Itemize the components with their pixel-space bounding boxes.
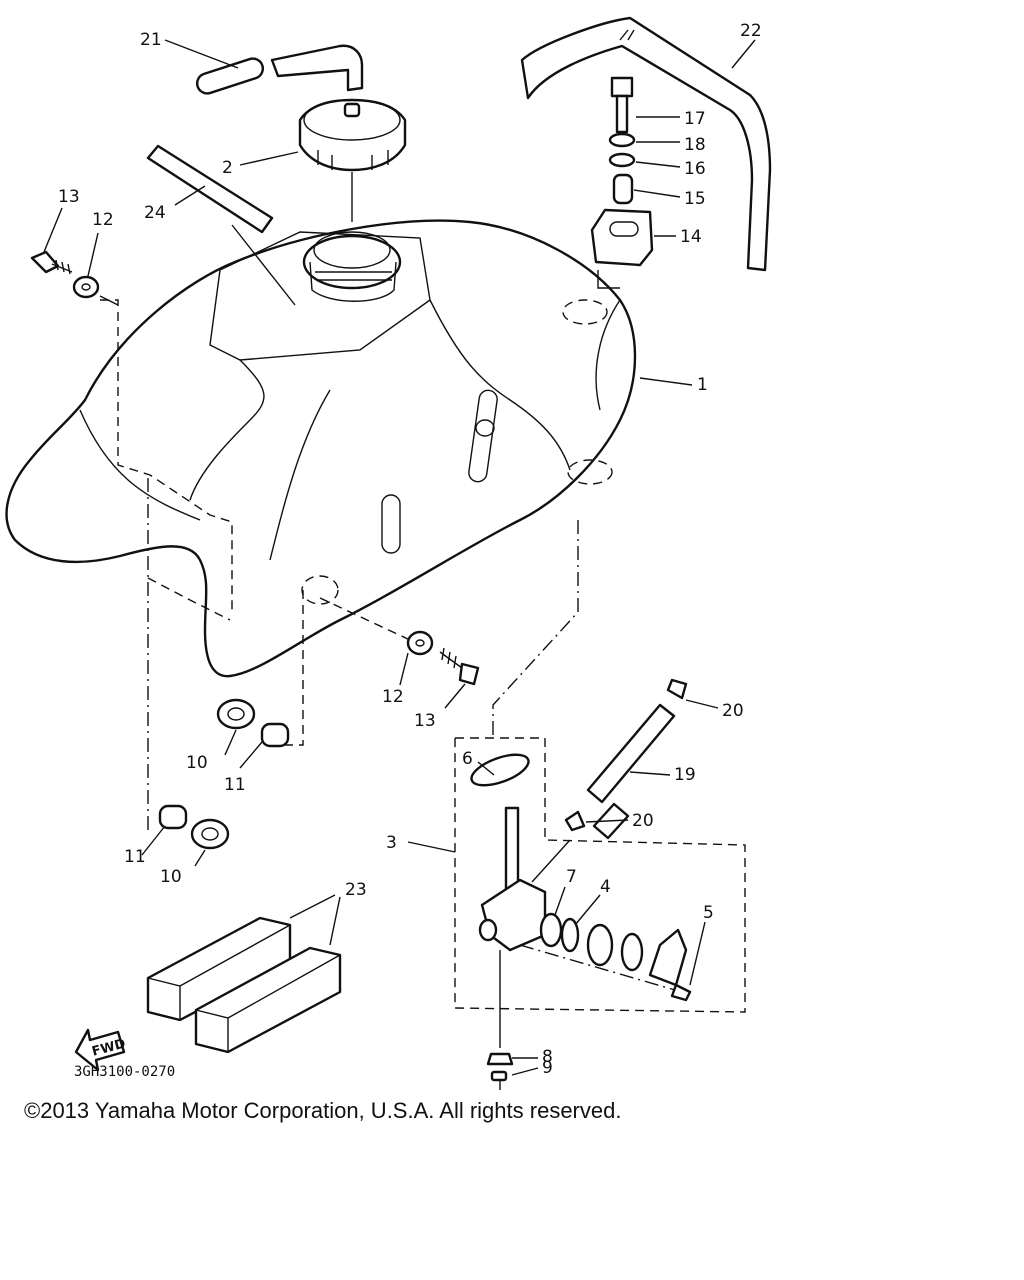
callout-16: 16 [684,159,706,179]
callout-12-right: 12 [382,687,404,707]
fuel-cock [470,753,692,1090]
callout-22: 22 [740,21,762,41]
callout-18: 18 [684,135,706,155]
callout-2: 2 [222,158,233,178]
callout-6: 6 [462,749,473,769]
breather-hose [195,44,364,95]
callout-labels: 21 2 24 13 12 22 17 18 16 15 14 1 12 13 … [58,21,762,1078]
callout-13-right: 13 [414,711,436,731]
callout-14: 14 [680,227,702,247]
copyright-notice: ©2013 Yamaha Motor Corporation, U.S.A. A… [24,1098,622,1123]
leader-lines [43,39,756,1076]
fuel-cap [298,98,407,222]
callout-19: 19 [674,765,696,785]
diagram-code: 3GH3100-0270 [74,1064,175,1080]
fuel-tank-parts-diagram: FWD 3GH3100-0270 21 [5,16,772,1090]
fuel-tank [5,219,637,678]
callout-11-lower: 11 [124,847,146,867]
callout-4: 4 [600,877,611,897]
callout-17: 17 [684,109,706,129]
callout-20-upper: 20 [722,701,744,721]
callout-23: 23 [345,880,367,900]
callout-20-lower: 20 [632,811,654,831]
callout-3: 3 [386,833,397,853]
tank-bolt-left [30,250,119,306]
callout-1: 1 [697,375,708,395]
callout-21: 21 [140,30,162,50]
tank-bolt-right [406,630,480,686]
bolt-stack [590,76,654,289]
callout-9: 9 [542,1058,553,1078]
callout-8: 8 [542,1047,553,1067]
damper-upper [216,698,290,748]
damper-lower [158,804,230,850]
tank-pad [146,144,296,306]
callout-24: 24 [144,203,166,223]
forward-arrow-icon: FWD [74,1028,127,1072]
protector-pads [146,916,342,1054]
callout-7: 7 [566,867,577,887]
callout-13-left: 13 [58,187,80,207]
callout-15: 15 [684,189,706,209]
tank-band [520,16,772,272]
fuel-hose [564,678,688,840]
callout-12-left: 12 [92,210,114,230]
callout-5: 5 [703,903,714,923]
callout-10-lower: 10 [160,867,182,887]
callout-11-upper: 11 [224,775,246,795]
callout-10-upper: 10 [186,753,208,773]
